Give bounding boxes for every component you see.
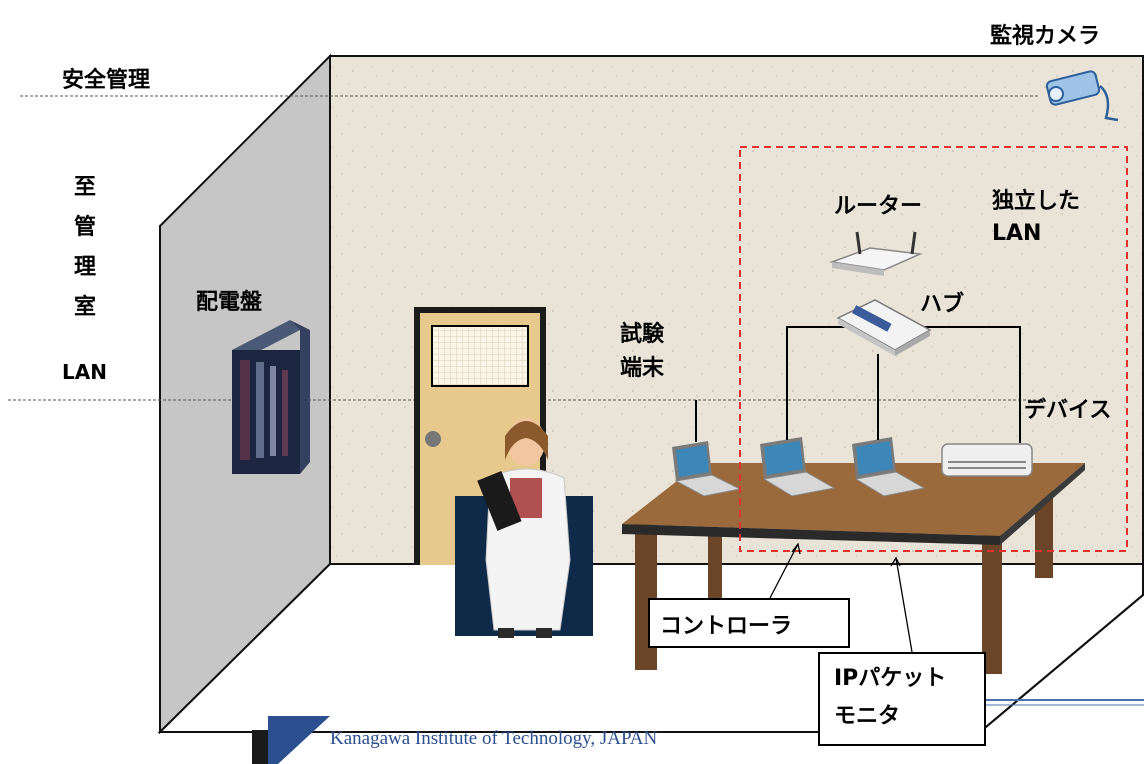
laptop-icon-2 bbox=[760, 437, 836, 497]
camera-label: 監視カメラ bbox=[990, 24, 1101, 49]
router-icon bbox=[829, 231, 923, 276]
security-camera-icon bbox=[1045, 70, 1119, 122]
to-admin-char: 管 bbox=[74, 215, 97, 240]
controller-label: コントローラ bbox=[660, 614, 793, 639]
to-admin-char: 室 bbox=[74, 295, 97, 320]
distribution-panel-label: 配電盤 bbox=[196, 290, 263, 315]
to-admin-char: 理 bbox=[74, 255, 97, 280]
laptop-icon-1 bbox=[672, 441, 742, 497]
controller-callout-box: コントローラ bbox=[648, 598, 850, 648]
footer-institution-text: Kanagawa Institute of Technology, JAPAN bbox=[330, 728, 658, 749]
lan-label: LAN bbox=[62, 360, 107, 384]
router-label: ルーター bbox=[834, 194, 923, 219]
air-conditioner-device-icon bbox=[941, 443, 1033, 477]
hub-icon bbox=[836, 299, 932, 356]
test-terminal-label: 試験 端末 bbox=[620, 322, 665, 381]
footer-logo bbox=[252, 716, 330, 764]
laptop-icon-3 bbox=[852, 437, 926, 497]
to-admin-char: 至 bbox=[74, 175, 97, 200]
table bbox=[622, 463, 1085, 674]
device-label: デバイス bbox=[1024, 398, 1112, 423]
distribution-panel-icon bbox=[232, 320, 310, 474]
packet-monitor-label: IPパケット モニタ bbox=[834, 666, 947, 729]
safety-label: 安全管理 bbox=[62, 68, 151, 93]
callout-arrows bbox=[769, 542, 913, 653]
to-admin-room-label: 至 管 理 室 bbox=[74, 168, 96, 328]
hub-label: ハブ bbox=[920, 292, 965, 317]
isolated-lan-boundary bbox=[739, 146, 1128, 552]
isolated-lan-label: 独立した LAN bbox=[992, 189, 1081, 246]
packet-monitor-callout-box: IPパケット モニタ bbox=[818, 652, 986, 746]
network-cables bbox=[695, 326, 1021, 443]
doctor-figure bbox=[455, 418, 593, 638]
